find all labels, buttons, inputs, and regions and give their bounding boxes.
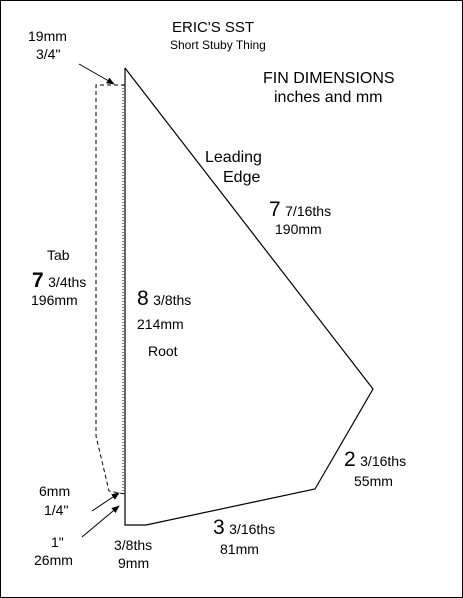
fin-outline <box>124 67 374 526</box>
tip-frac: 3/16ths <box>360 453 407 469</box>
subtitle: Short Stuby Thing <box>170 38 266 52</box>
leading-frac: 7/16ths <box>285 203 332 219</box>
offset-arrow <box>81 505 120 538</box>
leading-edge-inches: 7 7/16ths <box>269 199 331 220</box>
heading-line2: inches and mm <box>274 89 383 106</box>
tab-whole: 7 <box>32 269 44 292</box>
root-label: Root <box>148 343 178 359</box>
tab-top-in: 3/4" <box>36 46 61 62</box>
root-mm: 214mm <box>137 316 184 332</box>
trailing-edge-inches: 3 3/16ths <box>213 517 275 538</box>
leading-edge-label-1: Leading <box>205 149 262 166</box>
bottom-in: 3/8ths <box>114 537 153 553</box>
tab-bottom-in: 1/4" <box>44 502 69 518</box>
trailing-frac: 3/16ths <box>229 521 276 537</box>
tip-whole: 2 <box>344 448 356 471</box>
heading-line1: FIN DIMENSIONS <box>263 70 395 87</box>
tab-frac: 3/4ths <box>48 274 87 290</box>
leading-edge-label-2: Edge <box>223 169 261 186</box>
trailing-edge-mm: 81mm <box>220 541 259 557</box>
tab-bottom-arrow <box>91 492 120 512</box>
root-whole: 8 <box>137 287 149 310</box>
tip-inches: 2 3/16ths <box>344 449 406 470</box>
trailing-whole: 3 <box>213 516 225 539</box>
leading-whole: 7 <box>269 198 281 221</box>
tab-inches: 7 3/4ths <box>32 270 86 291</box>
root-frac: 3/8ths <box>153 292 192 308</box>
tab-top-mm: 19mm <box>28 28 67 44</box>
root-inches: 8 3/8ths <box>137 288 191 309</box>
leading-edge-mm: 190mm <box>275 221 322 237</box>
tab-mm: 196mm <box>31 292 78 308</box>
title: ERIC'S SST <box>172 19 255 36</box>
tab-label: Tab <box>47 247 70 263</box>
tab-bottom-mm: 6mm <box>39 483 71 499</box>
bottom-mm: 9mm <box>118 555 150 571</box>
offset-in: 1" <box>51 534 64 550</box>
tab-outline <box>95 84 126 495</box>
offset-mm: 26mm <box>34 552 73 568</box>
tip-mm: 55mm <box>354 473 393 489</box>
tab-top-arrow <box>78 63 115 85</box>
